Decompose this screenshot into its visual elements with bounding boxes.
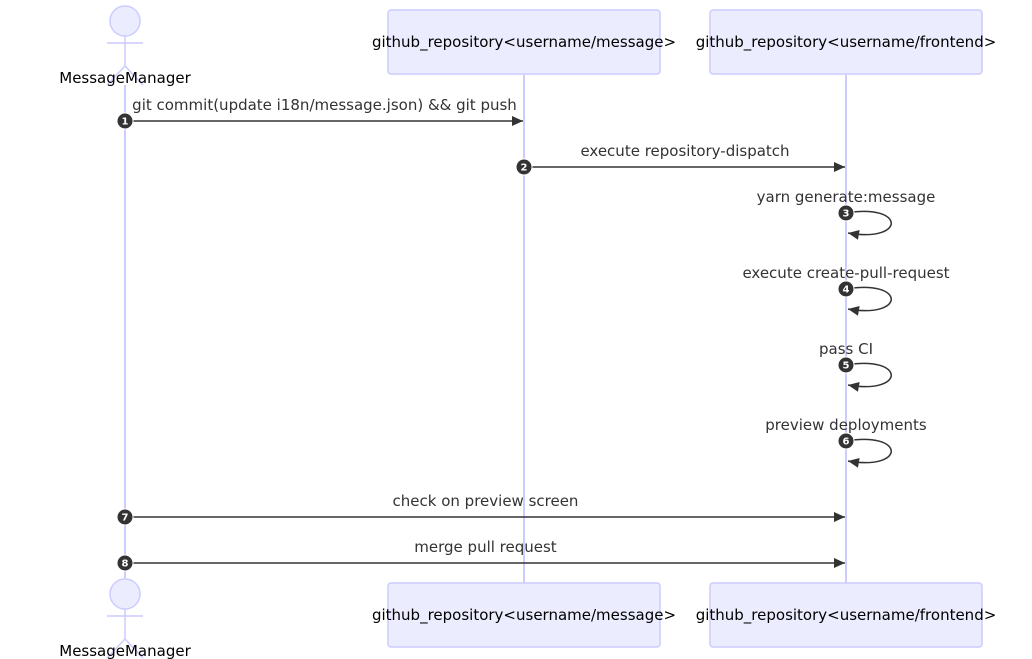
badge-number: 7: [122, 513, 129, 524]
badge-circle: [837, 204, 855, 222]
actor-name: MessageManager: [59, 642, 191, 659]
badge-circle: [837, 280, 855, 298]
badge-number: 2: [521, 163, 528, 174]
badge-number: 8: [122, 559, 129, 570]
self-arrow: [845, 362, 892, 392]
message-4: execute create-pull-request 4: [742, 264, 950, 316]
badge-circle: [116, 554, 134, 572]
sequence-number-badge: 2: [515, 158, 533, 176]
message-3: yarn generate:message 3: [757, 188, 936, 240]
sequence-number-badge: 1: [116, 112, 134, 130]
actor-head-icon: [109, 5, 141, 37]
message-2: execute repository-dispatch 2: [515, 142, 845, 176]
badge-number: 5: [843, 361, 850, 372]
message-label: execute create-pull-request: [742, 264, 949, 282]
participant-box: [709, 582, 983, 648]
badge-circle: [116, 508, 134, 526]
badge-number: 4: [843, 285, 850, 296]
participant-box: [709, 9, 983, 75]
sequence-number-badge: 4: [837, 280, 855, 298]
badge-circle: [515, 158, 533, 176]
sequence-number-badge: 5: [837, 356, 855, 374]
actor-head-icon: [109, 578, 141, 610]
actor-leg-left: [106, 65, 126, 86]
message-label: merge pull request: [414, 538, 557, 556]
sequence-number-badge: 6: [837, 432, 855, 450]
message-label: check on preview screen: [393, 492, 579, 510]
badge-number: 1: [122, 117, 129, 128]
sequence-number-badge: 7: [116, 508, 134, 526]
message-label: yarn generate:message: [757, 188, 936, 206]
actor-name: MessageManager: [59, 69, 191, 87]
participant-label: github_repository<username/message>: [372, 33, 676, 52]
sequence-number-badge: 8: [116, 554, 134, 572]
participant-fe-bottom: github_repository<username/frontend>: [696, 582, 997, 648]
actor-leg-left: [106, 638, 126, 659]
participant-fe-top: github_repository<username/frontend>: [696, 9, 997, 75]
actor-bottom: MessageManager: [59, 578, 192, 659]
self-arrow: [845, 286, 892, 316]
message-1: git commit(update i18n/message.json) && …: [116, 96, 523, 130]
message-7: check on preview screen 7: [116, 492, 845, 526]
participant-box: [387, 9, 661, 75]
actor-leg-right: [124, 65, 144, 86]
badge-number: 3: [843, 209, 850, 220]
actor-top: MessageManager: [59, 5, 192, 87]
participant-label: github_repository<username/frontend>: [696, 606, 997, 625]
actor-leg-right: [124, 638, 144, 659]
message-label: execute repository-dispatch: [580, 142, 789, 160]
sequence-number-badge: 3: [837, 204, 855, 222]
message-5: pass CI 5: [819, 340, 892, 392]
participant-msg-top: github_repository<username/message>: [372, 9, 676, 75]
message-8: merge pull request 8: [116, 538, 845, 572]
message-label: pass CI: [819, 340, 873, 358]
badge-number: 6: [843, 437, 850, 448]
badge-circle: [837, 356, 855, 374]
badge-circle: [837, 432, 855, 450]
participant-label: github_repository<username/message>: [372, 606, 676, 625]
badge-circle: [116, 112, 134, 130]
participant-box: [387, 582, 661, 648]
message-label: preview deployments: [765, 416, 927, 434]
message-6: preview deployments 6: [765, 416, 927, 468]
self-arrow: [845, 438, 892, 468]
message-label: git commit(update i18n/message.json) && …: [132, 96, 517, 114]
self-arrow: [845, 210, 892, 240]
participant-msg-bottom: github_repository<username/message>: [372, 582, 676, 648]
participant-label: github_repository<username/frontend>: [696, 33, 997, 52]
